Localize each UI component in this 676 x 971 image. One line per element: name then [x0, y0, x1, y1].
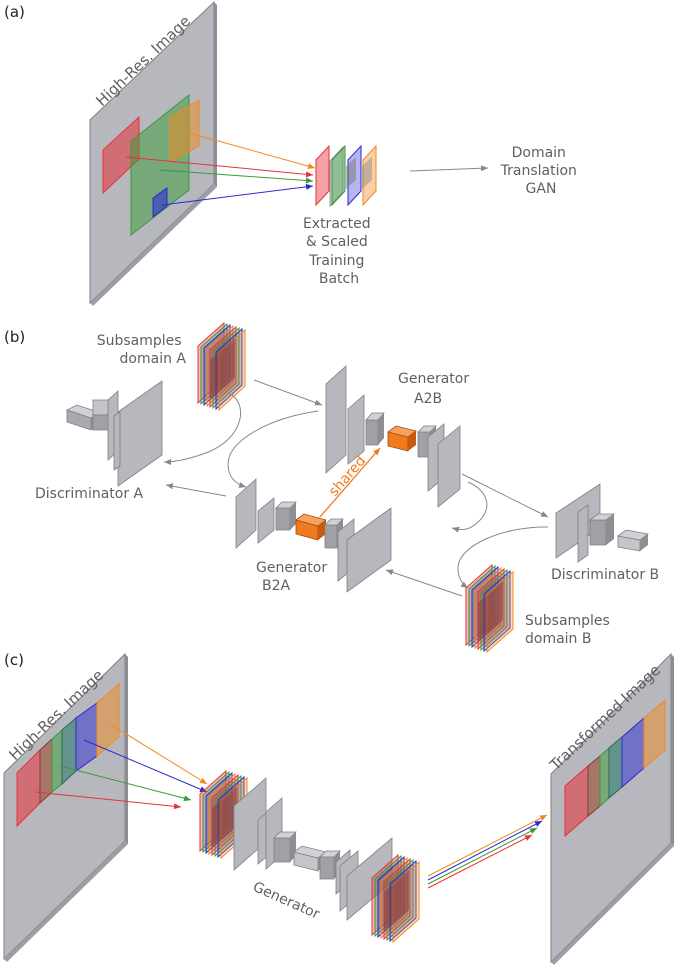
gan-label: Domain Translation GAN: [500, 145, 582, 197]
generator-b2a-label: Generator B2A: [256, 560, 332, 594]
tpatch-red-green: [587, 754, 601, 818]
extract-c-orange: [109, 723, 208, 785]
flow-arc-gen-a2b-left: [227, 410, 319, 488]
panel-a: (a) High-Res. Image Extracted: [4, 0, 582, 306]
flow-arc-a-to-disc: [163, 392, 242, 465]
batch-label: Extracted & Scaled Training Batch: [303, 216, 375, 287]
generator-c: [233, 777, 393, 921]
flow-arrow-subsamples-b-to-gen: [385, 569, 463, 597]
extract-arrow-red: [125, 156, 314, 178]
flow-arrow-subsamples-a-to-gen: [253, 379, 323, 406]
panel-a-tag: (a): [4, 3, 25, 21]
panel-c: (c) High-Res. Image: [3, 651, 674, 965]
extract-arrow-orange: [185, 131, 316, 170]
output-arrow-orange: [427, 814, 548, 877]
panel-b-tag: (b): [4, 328, 25, 346]
generator-c-label: Generator: [250, 879, 322, 923]
generator-b2a: [235, 478, 392, 593]
subsamples-stack-b: [465, 563, 514, 654]
discriminator-b: [555, 483, 649, 563]
tpatch-orange: [643, 698, 666, 770]
to-gan-arrow: [409, 165, 489, 172]
tpatch-green: [599, 746, 610, 808]
subsamples-stack-a: [197, 321, 246, 412]
discriminator-a-label: Discriminator A: [35, 486, 144, 502]
discriminator-b-label: Discriminator B: [551, 567, 659, 583]
extract-c-blue: [83, 739, 208, 793]
subsamples-a-label: Subsamples domain A: [97, 333, 187, 367]
patch-c-orange: [96, 682, 120, 758]
subsamples-b-label: Subsamples domain B: [525, 613, 614, 647]
extract-c-green: [59, 765, 192, 802]
flow-arrow-gen-a2b-to-disc-b: [461, 473, 549, 518]
panel-c-tag: (c): [4, 651, 24, 669]
panel-b: (b) Subsamples domain A: [4, 321, 659, 654]
training-batch-a: [315, 144, 377, 208]
patch-c-green: [51, 728, 63, 794]
output-arrow-green: [427, 827, 538, 885]
flow-arc-gen-a2b-right: [451, 481, 488, 533]
discriminator-a: [65, 380, 163, 487]
tpatch-teal: [608, 735, 623, 800]
extract-arrow-blue: [161, 183, 314, 206]
flow-arc-disc-b: [457, 526, 549, 589]
generator-a2b-label: Generator A2B: [398, 371, 474, 407]
patch-blue: [152, 187, 168, 219]
extract-c-red: [34, 791, 182, 810]
output-batch-stack-c: [371, 853, 420, 944]
patch-orange: [169, 99, 200, 163]
output-arrow-blue: [427, 820, 543, 881]
shared-arrow: [313, 447, 381, 525]
extract-arrow-green: [159, 169, 314, 184]
generator-a2b: [325, 365, 461, 508]
output-arrow-red: [427, 834, 533, 889]
flow-arrow-gen-b2a-to-disc-a: [165, 483, 227, 497]
